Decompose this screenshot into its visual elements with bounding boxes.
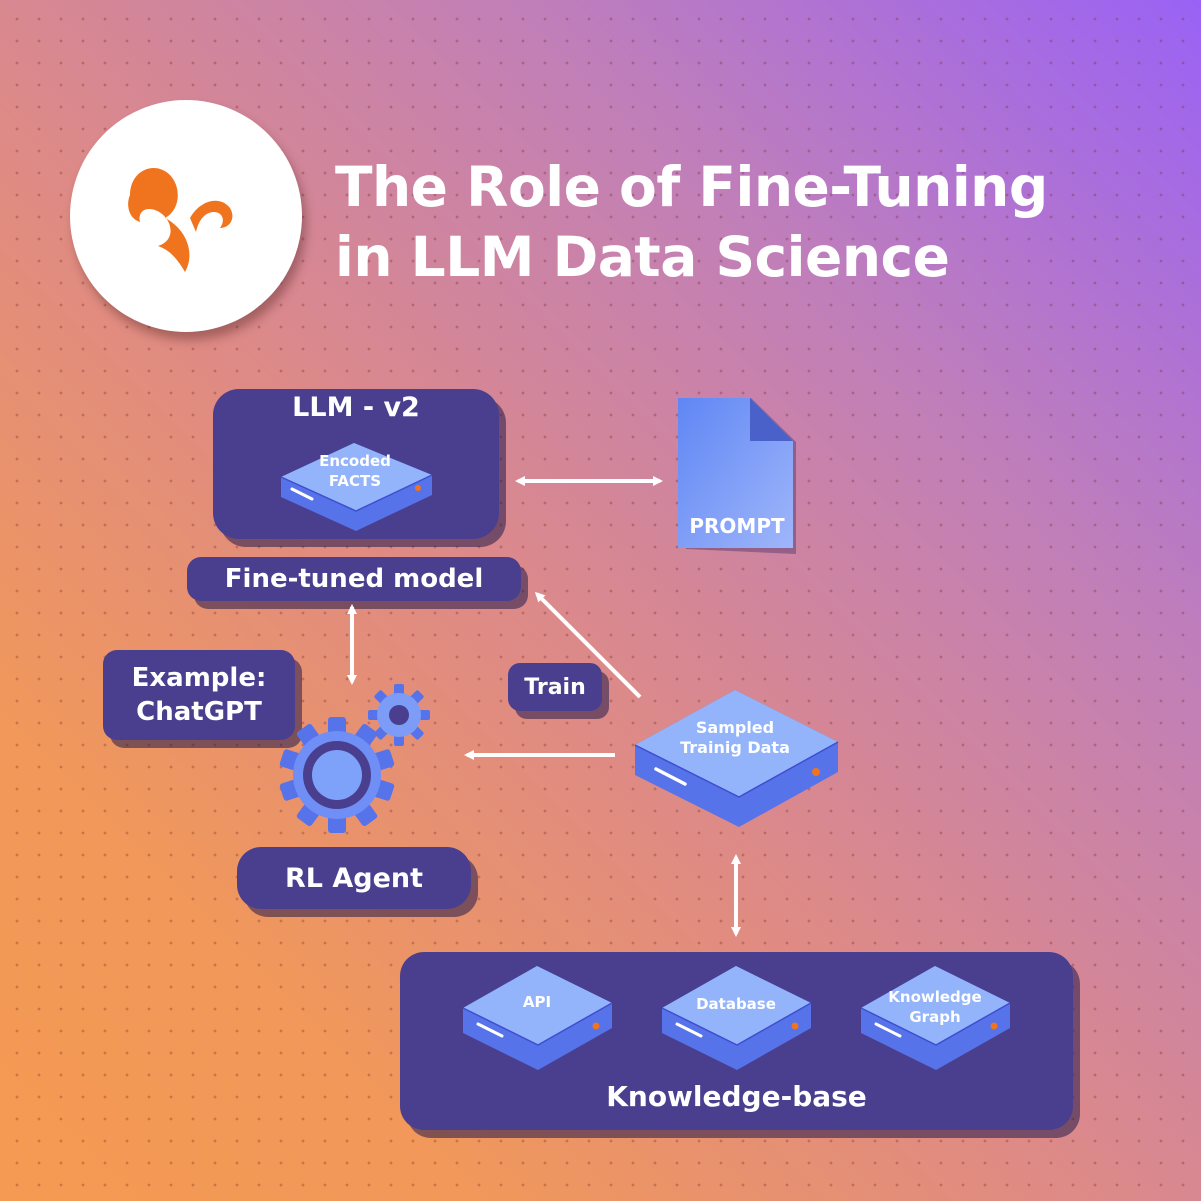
sampled-line-2: Trainig Data — [680, 738, 790, 757]
server-icon — [462, 966, 613, 1070]
encoded-facts-label: Encoded FACTS — [300, 451, 410, 491]
knowledge-graph-line-2: Graph — [909, 1008, 961, 1026]
server-icon — [280, 443, 433, 531]
server-icon — [661, 966, 812, 1070]
title-line-1: The Role of Fine-Tuning — [335, 155, 1048, 219]
encoded-facts-line-1: Encoded — [319, 452, 391, 470]
title-line-2: in LLM Data Science — [335, 225, 950, 289]
squirrel-logo-icon — [128, 167, 233, 272]
sampled-line-1: Sampled — [695, 718, 775, 737]
arrow-train-to-finetuned — [534, 591, 642, 699]
api-label: API — [487, 992, 587, 1012]
train-label: Train — [508, 663, 602, 711]
logo-badge — [70, 100, 302, 332]
gear-icon — [279, 717, 395, 833]
prompt-label: PROMPT — [689, 514, 785, 538]
document-icon — [678, 398, 796, 554]
knowledge-graph-line-1: Knowledge — [888, 988, 982, 1006]
server-icon — [860, 966, 1011, 1070]
server-icon — [634, 690, 839, 827]
example-line-2: ChatGPT — [136, 697, 262, 727]
example-label: Example: ChatGPT — [103, 650, 295, 740]
llm-model-title: LLM - v2 — [292, 392, 420, 423]
encoded-facts-line-2: FACTS — [328, 472, 382, 490]
database-label: Database — [681, 994, 791, 1014]
api-line-1: API — [522, 993, 552, 1011]
database-line-1: Database — [696, 995, 776, 1013]
sampled-training-data-label: Sampled Trainig Data — [670, 718, 800, 758]
page-title: The Role of Fine-Tuning in LLM Data Scie… — [335, 152, 1048, 292]
example-line-1: Example: — [131, 663, 267, 693]
rl-agent-label: RL Agent — [237, 847, 471, 909]
fine-tuned-model-label: Fine-tuned model — [187, 557, 521, 601]
knowledge-base-label: Knowledge-base — [606, 1080, 867, 1113]
gear-icon — [368, 684, 430, 746]
knowledge-graph-label: Knowledge Graph — [880, 987, 990, 1027]
